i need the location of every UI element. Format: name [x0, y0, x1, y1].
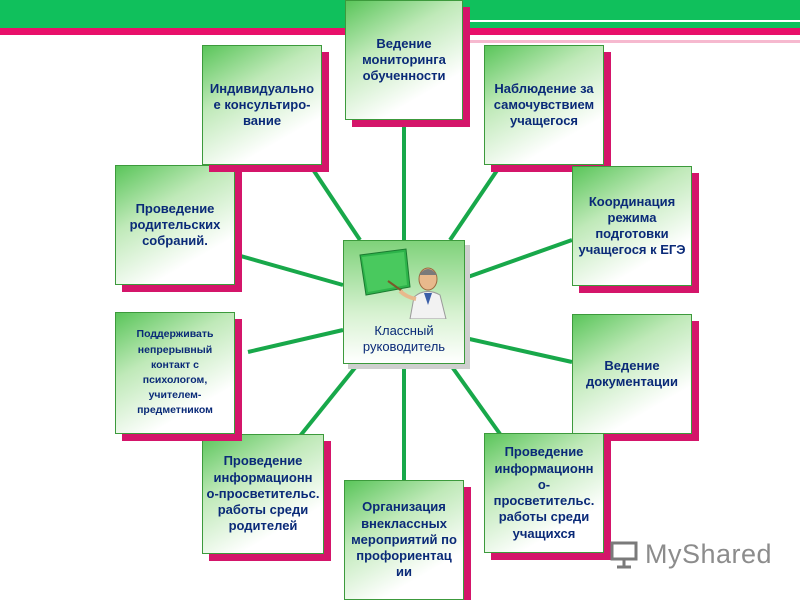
spoke-documentation [464, 336, 573, 364]
box-documentation: Ведение документации [572, 314, 692, 434]
spoke-coordination [464, 238, 573, 280]
spoke-parent-meetings [236, 253, 344, 287]
center-label: Классный руководитель [362, 322, 446, 354]
box-parent-meetings: Проведение родительских собраний. [115, 165, 235, 285]
box-individual-consulting-text: Индивидуально е консультиро-вание [209, 80, 315, 129]
logo-text: MyShared [645, 538, 773, 569]
teacher-with-board-icon [359, 248, 447, 319]
box-documentation-text: Ведение документации [585, 357, 679, 389]
box-career-events: Организация внеклассных мероприятий по п… [344, 480, 464, 600]
presentation-board-icon [610, 541, 638, 569]
box-career-events-text: Организация внеклассных мероприятий по п… [351, 499, 457, 580]
spoke-student-education [448, 362, 502, 436]
box-psychologist-contact: Поддерживать непрерывный контакт с психо… [115, 312, 235, 434]
box-student-education-text: Проведение информационн о-просветительс.… [493, 444, 595, 541]
box-psychologist-contact-text: Поддерживать непрерывный контакт с психо… [136, 328, 214, 417]
box-parent-meetings-text: Проведение родительских собраний. [129, 200, 221, 249]
box-parent-education: Проведение информационн о-просветительс.… [202, 434, 324, 554]
box-wellbeing: Наблюдение за самочувствием учащегося [484, 45, 604, 165]
center-box: Классный руководитель [343, 240, 465, 364]
box-monitoring: Ведение мониторинга обученности [345, 0, 463, 120]
box-wellbeing-text: Наблюдение за самочувствием учащегося [493, 80, 595, 129]
spoke-psychologist [247, 328, 344, 354]
box-parent-education-text: Проведение информационн о-просветительс.… [206, 453, 320, 534]
box-student-education: Проведение информационн о-просветительс.… [484, 433, 604, 553]
spoke-individual [310, 166, 362, 242]
box-monitoring-text: Ведение мониторинга обученности [362, 35, 446, 84]
spoke-wellbeing [448, 164, 502, 242]
box-individual-consulting: Индивидуально е консультиро-вание [202, 45, 322, 165]
box-coordination-text: Координация режима подготовки учащегося … [578, 193, 686, 258]
top-thin-stripe [470, 40, 800, 43]
box-coordination: Координация режима подготовки учащегося … [572, 166, 692, 286]
top-band-stripe [470, 20, 800, 22]
spoke-parent-education [298, 362, 360, 438]
myshared-logo: MyShared [609, 537, 772, 571]
